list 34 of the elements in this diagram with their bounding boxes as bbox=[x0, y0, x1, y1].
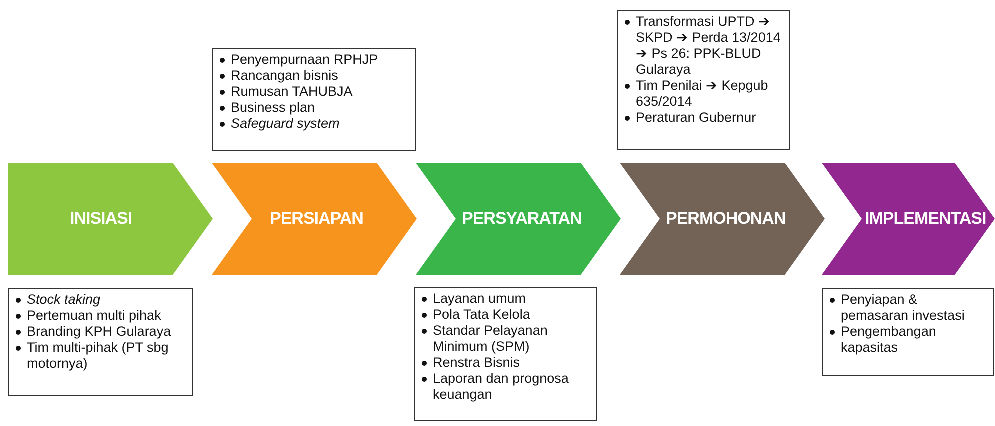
bullet-text: Layanan umum bbox=[433, 291, 526, 306]
process-step bbox=[620, 163, 825, 275]
bullet-text: Standar Pelayanan Minimum (SPM) bbox=[433, 323, 548, 354]
bullet-text: Branding KPH Gularaya bbox=[27, 324, 172, 339]
stage-label: PERSIAPAN bbox=[270, 209, 364, 229]
note-box bbox=[8, 288, 193, 396]
bullet-text: Business plan bbox=[231, 100, 316, 115]
bullet-text: Pola Tata Kelola bbox=[433, 307, 530, 322]
note-box bbox=[822, 288, 994, 376]
stage-label: IMPLEMENTASI bbox=[865, 209, 986, 229]
bullet-text: Rumusan TAHUBJA bbox=[231, 84, 353, 99]
bullet-text: Peraturan Gubernur bbox=[636, 110, 756, 125]
bullet-text: Safeguard system bbox=[231, 116, 340, 131]
bullet-text: Stock taking bbox=[27, 292, 101, 307]
bullet-text: Renstra Bisnis bbox=[433, 355, 520, 370]
process-step bbox=[822, 163, 995, 275]
bullet-text: Transformasi UPTD ➔ SKPD ➔ Perda 13/2014 ➔ Ps 26: PPK-BLUD Gularaya bbox=[636, 14, 781, 77]
bullet-text: Tim Penilai ➔ Kepgub 635/2014 bbox=[636, 78, 768, 109]
note-box bbox=[212, 48, 416, 151]
note-box bbox=[617, 10, 790, 150]
bullet-text: Laporan dan prognosa keuangan bbox=[433, 371, 569, 402]
process-step bbox=[212, 163, 417, 275]
bullet-text: Pengembangan kapasitas bbox=[841, 324, 936, 355]
stage-label: PERSYARATAN bbox=[462, 209, 582, 229]
bullet-text: Tim multi-pihak (PT sbg motornya) bbox=[27, 340, 169, 371]
bullet-text: Penyiapan & pemasaran investasi bbox=[841, 292, 965, 323]
process-step bbox=[416, 163, 621, 275]
stage-label: INISIASI bbox=[70, 209, 132, 229]
bullet-text: Pertemuan multi pihak bbox=[27, 308, 162, 323]
stage-label: PERMOHONAN bbox=[666, 209, 786, 229]
bullet-text: Rancangan bisnis bbox=[231, 68, 338, 83]
bullet-text: Penyempurnaan RPHJP bbox=[231, 52, 378, 67]
note-box bbox=[414, 287, 597, 421]
process-step bbox=[8, 163, 213, 275]
